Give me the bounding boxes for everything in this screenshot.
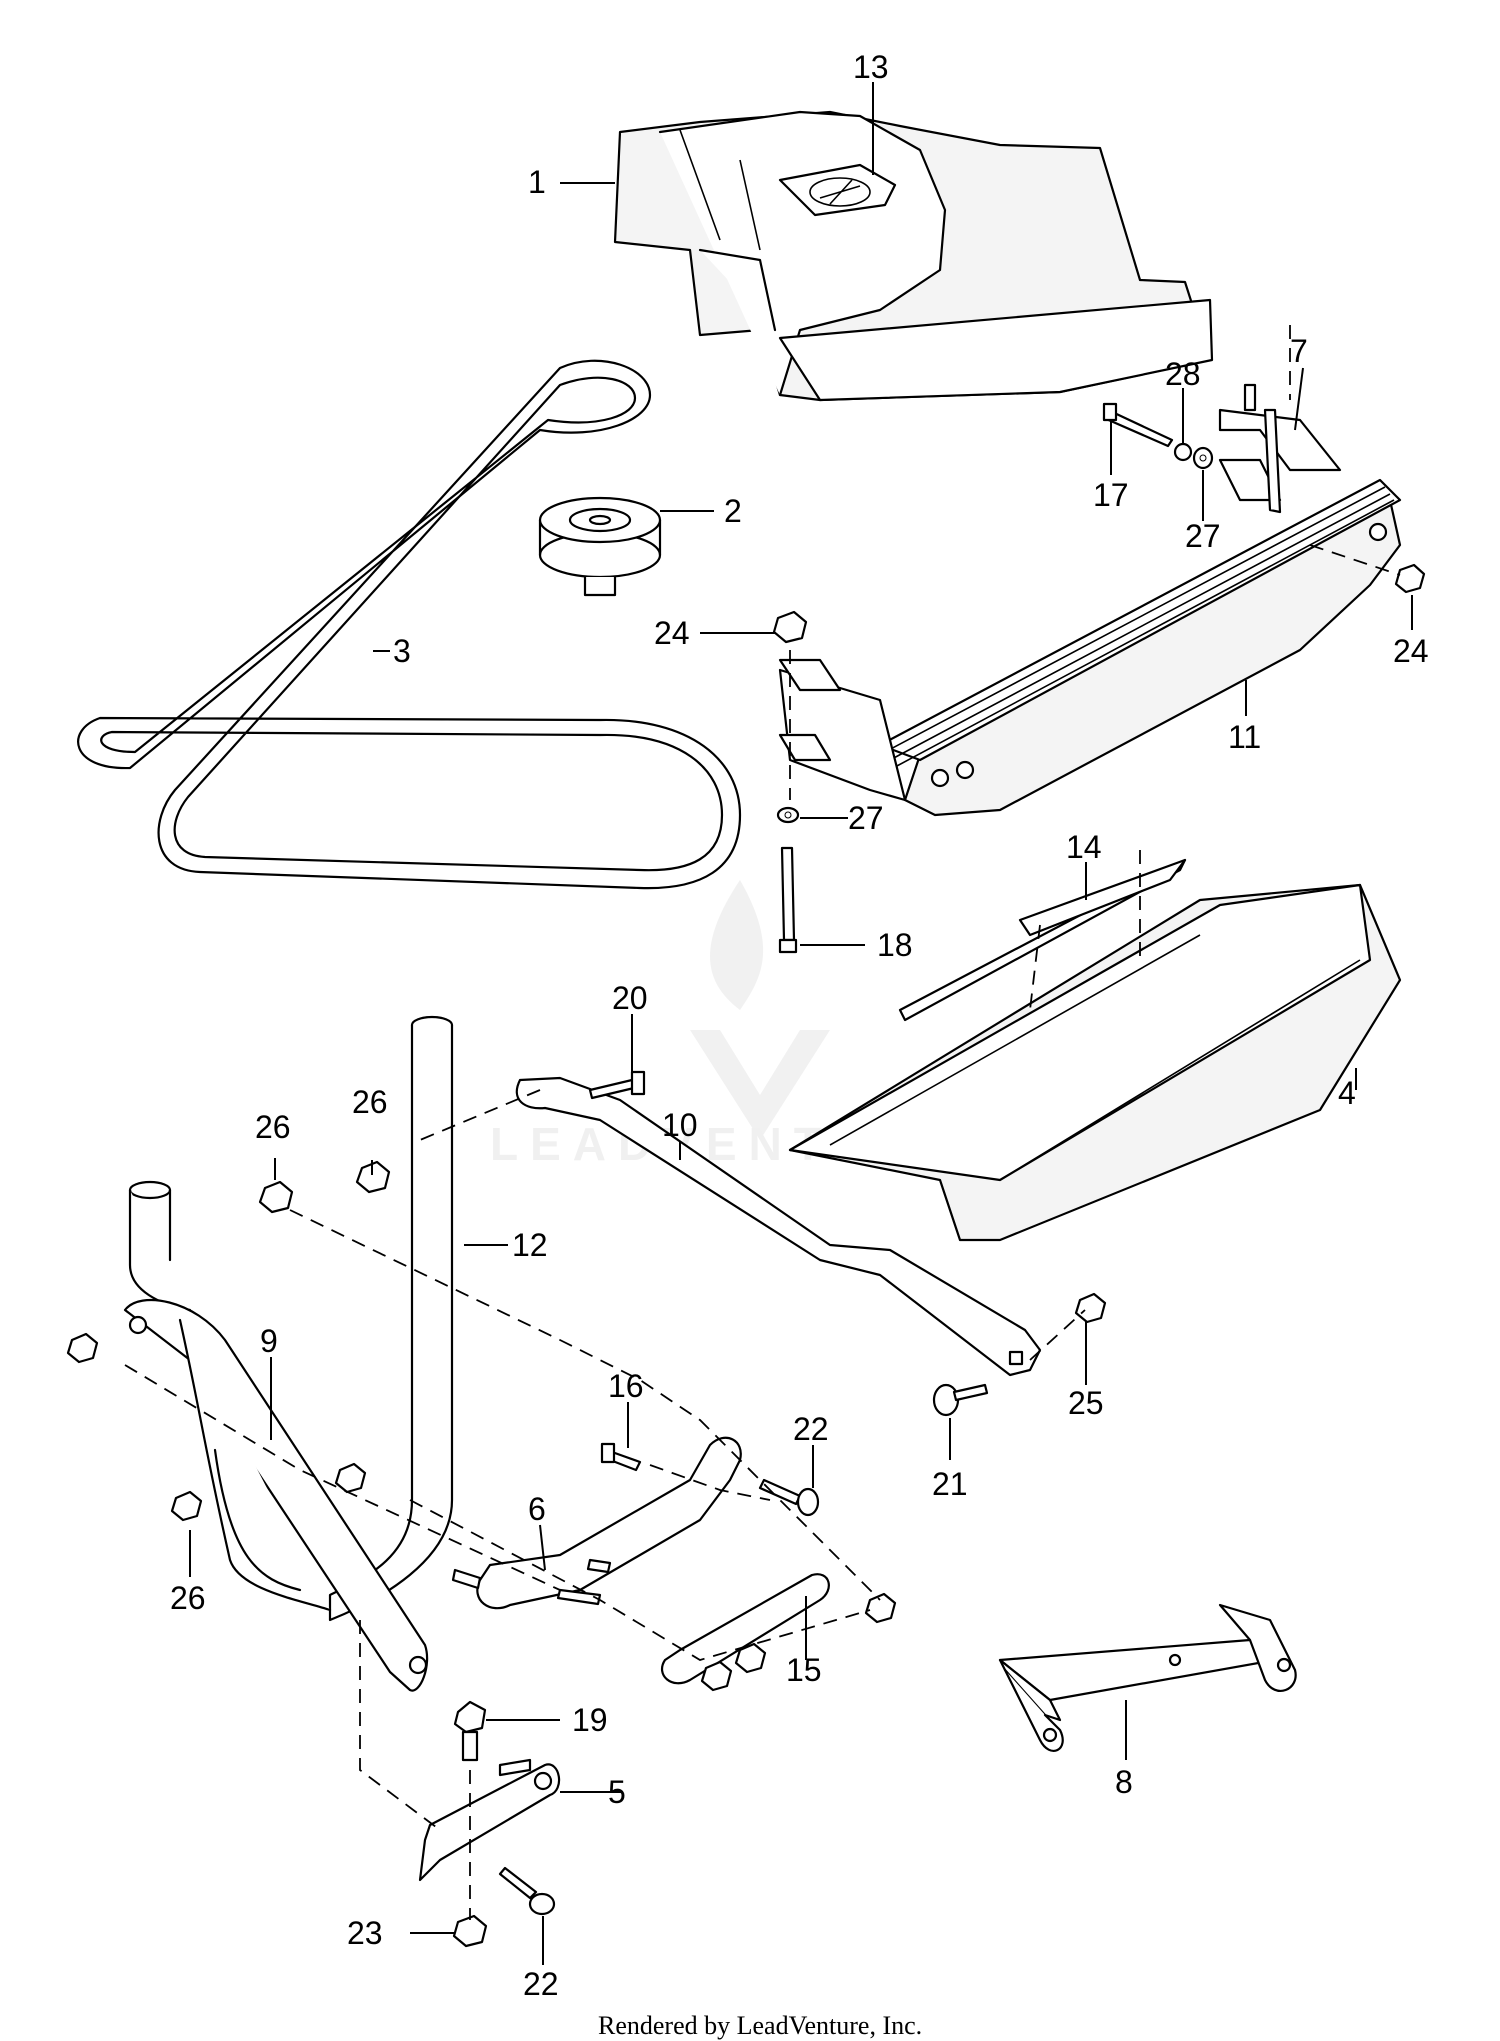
part-5-plate (418, 1758, 561, 1882)
callout-24a: 24 (654, 615, 690, 651)
callout-26b: 26 (255, 1109, 291, 1145)
part-27-washer-a (1192, 446, 1214, 470)
callout-labels: 1 13 2 3 7 28 17 27 24 24 11 27 14 18 4 … (170, 49, 1429, 2002)
part-2-pulley (538, 496, 662, 597)
part-26-nut-c (170, 1490, 203, 1522)
callout-4: 4 (1338, 1075, 1356, 1111)
part-1-belt-cover (613, 110, 1214, 402)
callout-26c: 26 (170, 1580, 206, 1616)
callout-27a: 27 (1185, 518, 1221, 554)
callout-9: 9 (260, 1323, 278, 1359)
part-22-bolt-b (498, 1866, 556, 1916)
part-10-link-arm (515, 1076, 1042, 1377)
callout-5: 5 (608, 1774, 626, 1810)
callout-20: 20 (612, 980, 648, 1016)
callout-18: 18 (877, 927, 913, 963)
callout-13: 13 (853, 49, 889, 85)
callout-21: 21 (932, 1466, 968, 1502)
part-3-belt (77, 359, 742, 890)
callout-7: 7 (1290, 333, 1308, 369)
part-15-link (556, 1558, 830, 1685)
part-6-bracket (451, 1436, 742, 1610)
part-16-bolt (600, 1442, 642, 1472)
part-26-nut-a (258, 1180, 294, 1214)
part-nut-f (700, 1660, 733, 1692)
part-19-bolt (453, 1700, 487, 1762)
part-8-bracket (998, 1603, 1297, 1752)
callout-3: 3 (393, 633, 411, 669)
part-18-bolt (778, 846, 798, 954)
part-20-bolt (588, 1070, 646, 1100)
part-21-carriage-bolt (932, 1383, 989, 1417)
footer-credit: Rendered by LeadVenture, Inc. (598, 2011, 922, 2040)
callout-14: 14 (1066, 829, 1102, 865)
part-27-washer-b (776, 806, 800, 824)
part-23-nut (452, 1914, 488, 1948)
part-22-bolt-a (758, 1478, 820, 1517)
callout-19: 19 (572, 1702, 608, 1738)
callout-12: 12 (512, 1227, 548, 1263)
part-24-nut-b (1394, 563, 1426, 594)
part-17-bolt (1102, 402, 1174, 448)
callout-23: 23 (347, 1915, 383, 1951)
callout-10: 10 (662, 1107, 698, 1143)
part-12-tube (328, 1015, 454, 1622)
callout-11: 11 (1228, 719, 1261, 755)
callout-27b: 27 (848, 800, 884, 836)
part-nut-g (734, 1642, 767, 1674)
part-26-nut-d (66, 1332, 99, 1364)
callout-6: 6 (528, 1491, 546, 1527)
callout-28: 28 (1165, 356, 1201, 392)
callout-15: 15 (786, 1652, 822, 1688)
part-nut-h (864, 1592, 897, 1624)
callout-26a: 26 (352, 1084, 388, 1120)
part-26-nut-e (334, 1462, 367, 1494)
part-25-nut (1074, 1292, 1107, 1324)
part-9-arm (123, 1180, 429, 1692)
part-4-deflector (788, 883, 1402, 1242)
callout-16: 16 (608, 1368, 644, 1404)
callout-1: 1 (528, 164, 546, 200)
callout-25: 25 (1068, 1385, 1104, 1421)
part-26-nut-b (355, 1160, 391, 1194)
callout-8: 8 (1115, 1764, 1133, 1800)
part-7-bracket (1218, 383, 1342, 514)
part-28-washer (1173, 442, 1193, 462)
part-11-support-arm (778, 478, 1402, 817)
callout-24b: 24 (1393, 633, 1429, 669)
callout-22a: 22 (793, 1411, 829, 1447)
leader-lines (189, 82, 1413, 1965)
assembly-lines (124, 325, 1401, 1920)
part-24-nut-a (772, 610, 808, 644)
callout-2: 2 (724, 493, 742, 529)
callout-17: 17 (1093, 477, 1129, 513)
part-14-plate (898, 858, 1187, 1022)
callout-22b: 22 (523, 1966, 559, 2002)
